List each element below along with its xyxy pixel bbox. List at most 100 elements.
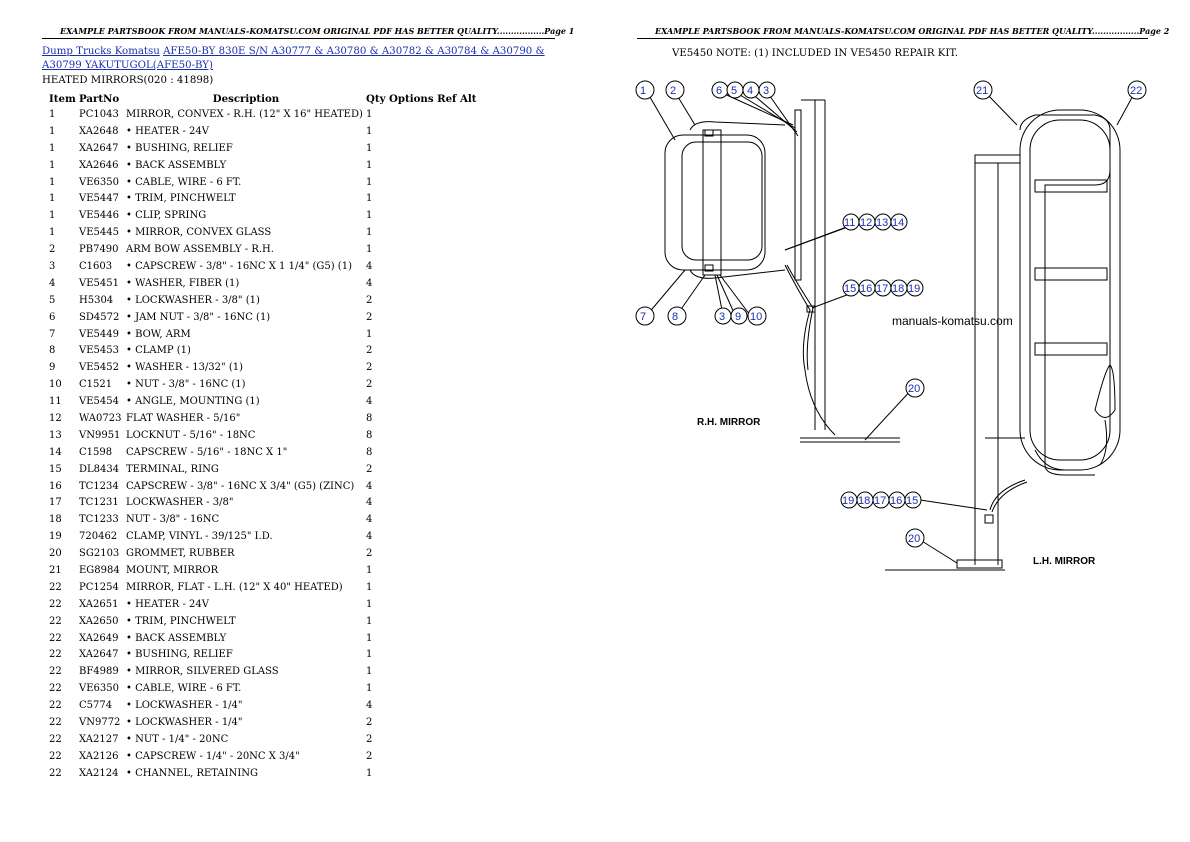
header-divider: [42, 38, 555, 39]
cell-qty: 4: [366, 700, 373, 712]
diagram-page: EXAMPLE PARTSBOOK FROM MANUALS-KOMATSU.C…: [595, 0, 1190, 842]
callout-3[interactable]: 3: [758, 81, 776, 99]
col-qty: Qty: [366, 92, 386, 105]
cell-description: NUT - 3/8" - 16NC: [126, 514, 220, 526]
callout-10[interactable]: 10: [747, 306, 767, 326]
cell-qty: 4: [366, 531, 373, 543]
cell-partno: XA2649: [79, 632, 119, 644]
watermark-text: manuals-komatsu.com: [892, 314, 1013, 328]
callout-19-lh[interactable]: 19: [840, 491, 858, 509]
cell-qty: 2: [366, 294, 373, 306]
callout-15-lh[interactable]: 15: [904, 491, 922, 509]
cell-partno: VN9951: [79, 429, 121, 441]
cell-description: • BACK ASSEMBLY: [126, 632, 227, 644]
svg-text:11: 11: [844, 217, 855, 229]
col-qty-options: Qty Options Ref Alt: [366, 91, 476, 106]
cell-partno: XA2651: [79, 598, 119, 610]
callout-11[interactable]: 11: [842, 213, 860, 231]
cell-item: 20: [49, 548, 62, 560]
cell-item: 1: [49, 159, 56, 171]
cell-item: 3: [49, 260, 56, 272]
callout-12[interactable]: 12: [858, 213, 876, 231]
callout-15[interactable]: 15: [842, 279, 860, 297]
cell-item: 15: [49, 463, 62, 475]
svg-text:15: 15: [906, 495, 918, 507]
cell-description: • CABLE, WIRE - 6 FT.: [126, 683, 242, 695]
callout-14[interactable]: 14: [890, 213, 908, 231]
cell-description: • ANGLE, MOUNTING (1): [126, 396, 260, 408]
cell-description: • BOW, ARM: [126, 328, 191, 340]
cell-item: 1: [49, 193, 56, 205]
cell-description: • TRIM, PINCHWELT: [126, 193, 236, 205]
callout-3-lower[interactable]: 3: [714, 307, 732, 325]
callout-21[interactable]: 21: [973, 80, 993, 100]
section-title: HEATED MIRRORS(020 : 41898): [42, 75, 214, 86]
callout-4[interactable]: 4: [742, 81, 760, 99]
cell-item: 16: [49, 480, 62, 492]
callout-16[interactable]: 16: [858, 279, 876, 297]
svg-text:18: 18: [858, 495, 870, 507]
cell-description: • NUT - 3/8" - 16NC (1): [126, 379, 246, 391]
svg-text:15: 15: [844, 283, 856, 295]
cell-description: • CAPSCREW - 1/4" - 20NC X 3/4": [126, 750, 300, 762]
cell-item: 22: [49, 615, 62, 627]
cell-description: • CABLE, WIRE - 6 FT.: [126, 176, 242, 188]
breadcrumb-link-model[interactable]: AFE50-BY 830E S/N A30777 & A30780 & A307…: [42, 46, 545, 71]
cell-description: MIRROR, CONVEX - R.H. (12" X 16" HEATED): [126, 108, 363, 120]
callout-13[interactable]: 13: [874, 213, 892, 231]
cell-partno: XA2650: [79, 615, 119, 627]
cell-description: LOCKNUT - 5/16" - 18NC: [126, 429, 256, 441]
callout-18-lh[interactable]: 18: [856, 491, 874, 509]
breadcrumb-link-dump-trucks[interactable]: Dump Trucks Komatsu: [42, 46, 160, 57]
svg-text:5: 5: [731, 85, 737, 97]
cell-description: • HEATER - 24V: [126, 125, 209, 137]
cell-description: • WASHER, FIBER (1): [126, 277, 240, 289]
cell-qty: 4: [366, 396, 373, 408]
callout-17[interactable]: 17: [874, 279, 892, 297]
cell-partno: VN9772: [79, 717, 121, 728]
cell-partno: VE6350: [79, 176, 119, 188]
callout-2[interactable]: 2: [665, 80, 685, 100]
callout-18[interactable]: 18: [890, 279, 908, 297]
cell-partno: VE5454: [79, 396, 119, 408]
cell-qty: 1: [366, 108, 373, 120]
callout-8[interactable]: 8: [667, 306, 687, 326]
cell-item: 22: [49, 733, 62, 745]
callout-20-lh[interactable]: 20: [905, 528, 925, 548]
svg-text:3: 3: [719, 311, 725, 323]
cell-partno: TC1233: [79, 514, 119, 526]
callout-16-lh[interactable]: 16: [888, 491, 906, 509]
callout-17-lh[interactable]: 17: [872, 491, 890, 509]
callout-22[interactable]: 22: [1127, 80, 1147, 100]
callout-7[interactable]: 7: [635, 306, 655, 326]
callout-9[interactable]: 9: [730, 307, 748, 325]
cell-qty: 2: [366, 345, 373, 357]
cell-qty: 1: [366, 193, 373, 205]
cell-qty: 8: [366, 412, 373, 424]
cell-description: • CHANNEL, RETAINING: [126, 767, 259, 779]
svg-text:21: 21: [976, 85, 988, 97]
cell-qty: 1: [366, 210, 373, 222]
callout-5[interactable]: 5: [726, 81, 744, 99]
cell-item: 22: [49, 632, 62, 644]
cell-description: • HEATER - 24V: [126, 598, 209, 610]
callout-19[interactable]: 19: [906, 279, 924, 297]
cell-item: 11: [49, 396, 62, 408]
svg-text:6: 6: [716, 85, 722, 97]
cell-qty: 1: [366, 581, 373, 593]
callout-6[interactable]: 6: [711, 81, 729, 99]
cell-partno: VE5453: [79, 345, 119, 357]
callout-20[interactable]: 20: [905, 378, 925, 398]
callout-1[interactable]: 1: [635, 80, 655, 100]
